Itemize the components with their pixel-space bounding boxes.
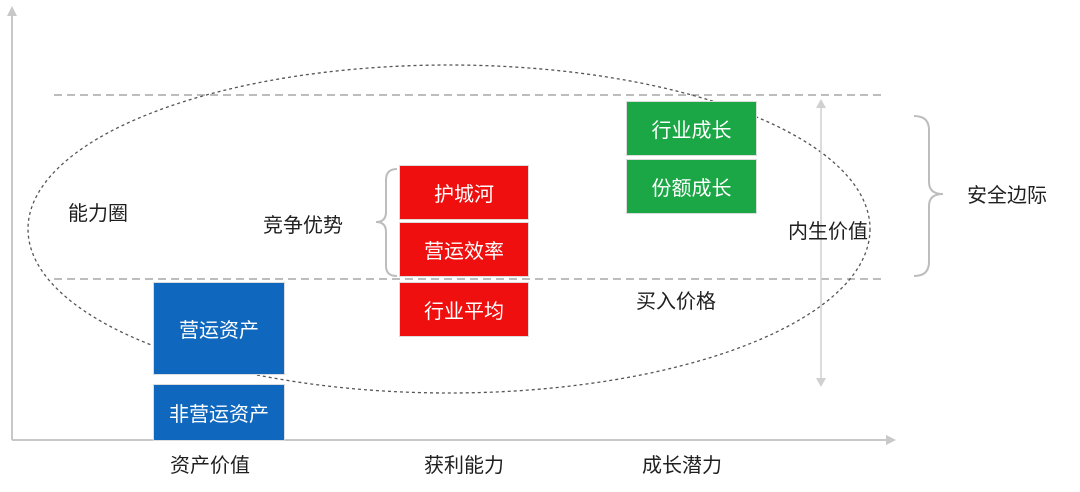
share-growth-box: 份额成长 xyxy=(626,159,757,214)
x-axis-arrow xyxy=(886,435,896,445)
circle-of-competence-label: 能力圈 xyxy=(68,201,128,225)
competitive-advantage-brace xyxy=(375,168,398,277)
axis-category-asset-value: 资产价值 xyxy=(170,453,250,477)
moat-box: 护城河 xyxy=(399,165,529,220)
y-axis-arrow xyxy=(7,6,17,16)
margin-of-safety-brace xyxy=(913,115,944,277)
margin-of-safety-label: 安全边际 xyxy=(967,183,1047,207)
operating-assets-box: 营运资产 xyxy=(153,282,285,375)
axis-category-profitability: 获利能力 xyxy=(424,453,504,477)
intrinsic-value-label: 内生价值 xyxy=(788,219,868,243)
industry-growth-box: 行业成长 xyxy=(626,101,757,156)
range-arrow-top xyxy=(816,99,826,108)
competitive-advantage-label: 竞争优势 xyxy=(263,213,343,237)
range-arrow-bottom xyxy=(816,378,826,387)
competence-ellipse xyxy=(27,64,871,394)
industry-average-box: 行业平均 xyxy=(399,282,529,337)
non-operating-assets-box: 非营运资产 xyxy=(153,384,285,441)
buy-price-label: 买入价格 xyxy=(636,289,716,313)
operating-efficiency-box: 营运效率 xyxy=(399,222,529,277)
axis-category-growth-potential: 成长潜力 xyxy=(642,453,722,477)
